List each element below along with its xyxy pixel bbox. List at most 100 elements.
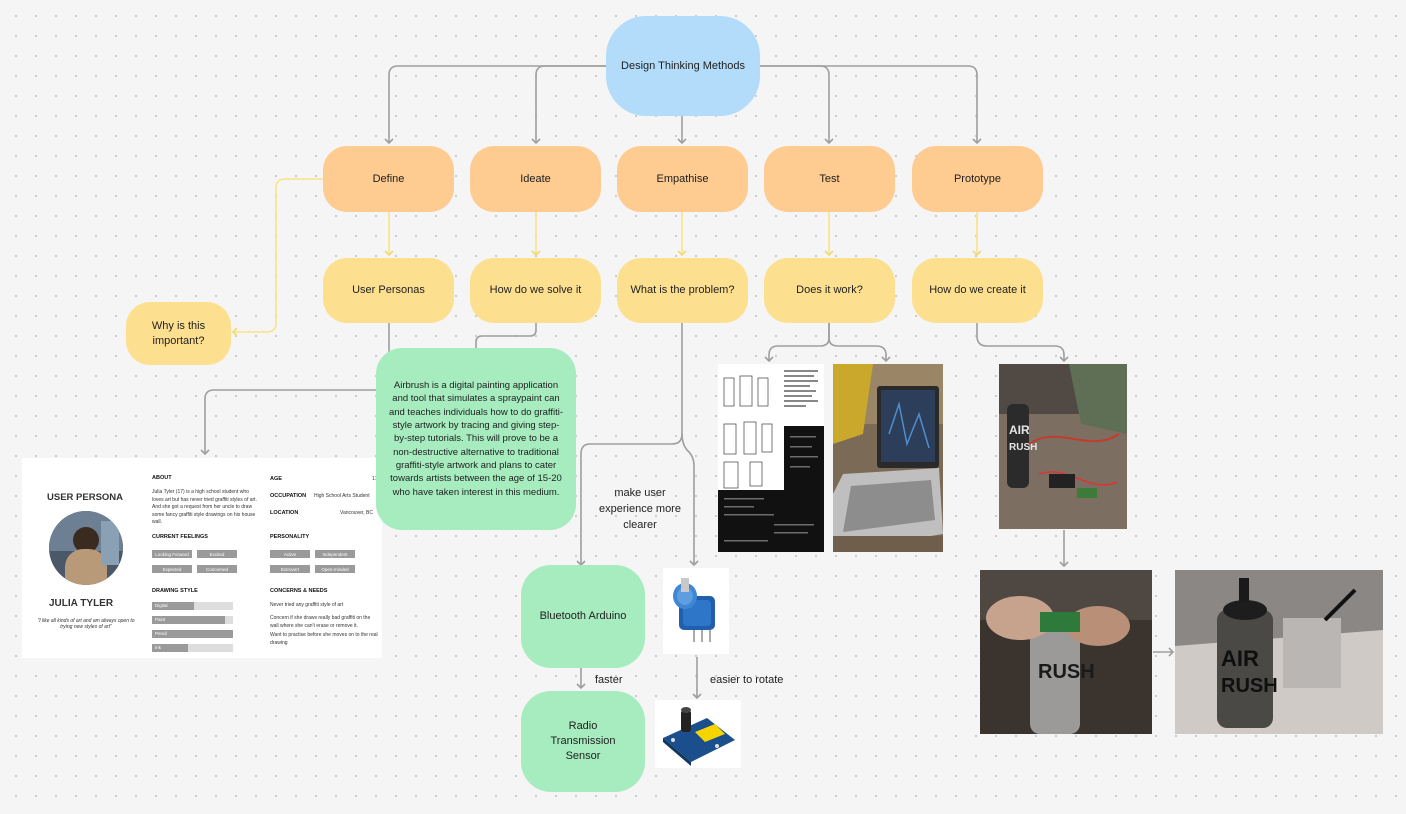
stage-label: Test: [819, 172, 840, 185]
style-heading: DRAWING STYLE: [152, 588, 198, 594]
code-screenshot-side: [784, 426, 824, 496]
question-problem[interactable]: What is the problem?: [617, 258, 748, 323]
about-text: Julia Tyler (17) is a high school studen…: [152, 489, 257, 525]
potentiometer-illustration: [673, 578, 715, 642]
feelings-heading: CURRENT FEELINGS: [152, 534, 208, 540]
personality-chip: Active: [270, 550, 310, 558]
feeling-chip: Expected: [152, 565, 192, 573]
question-solve[interactable]: How do we solve it: [470, 258, 601, 323]
concerns-heading: CONCERNS & NEEDS: [270, 588, 328, 594]
personality-chip: Extrovert: [270, 565, 310, 573]
rotation-module-illustration: [663, 707, 735, 766]
feeling-chip: Excited: [197, 550, 237, 558]
edge-test-right: [828, 323, 891, 363]
root-label: Design Thinking Methods: [621, 59, 745, 72]
prototype-build-illustration: AIR RUSH: [999, 364, 1127, 498]
stage-test[interactable]: Test: [764, 146, 895, 212]
style-label: Paint: [155, 617, 166, 622]
sketch-illustration: [723, 375, 773, 489]
location-value: Vancouver, BC: [340, 510, 373, 516]
personality-chip: Open-minded: [315, 565, 355, 573]
question-label: Does it work?: [796, 284, 863, 297]
why-label: Why is this important?: [151, 319, 206, 347]
code-screenshot: [718, 490, 824, 552]
edge-root-define: [384, 65, 606, 145]
persona-name: JULIA TYLER: [49, 598, 114, 609]
question-label: How do we solve it: [489, 284, 582, 297]
edge-define-why: [231, 178, 323, 337]
style-bar: Pencil: [152, 630, 233, 638]
persona-avatar: [49, 511, 123, 585]
airbrush-text: Airbrush is a digital painting applicati…: [388, 380, 564, 498]
style-label: Ink: [155, 645, 162, 650]
edge-create-photo: [976, 323, 1069, 363]
edge-solve-airbrush: [475, 323, 537, 348]
sketch-and-code-photo: [718, 364, 824, 552]
why-node[interactable]: Why is this important?: [126, 302, 231, 365]
feeling-chip: Looking Forward: [152, 550, 192, 558]
stage-prototype[interactable]: Prototype: [912, 146, 1043, 212]
edge-root-test: [760, 65, 834, 145]
question-label: How do we create it: [929, 284, 1026, 297]
style-bar: Paint: [152, 616, 233, 624]
location-heading: LOCATION: [270, 510, 299, 516]
sketch-notes: [784, 370, 818, 407]
occupation-value: High School Arts Student: [314, 493, 370, 499]
prototype-final-photo: AIR RUSH: [1175, 570, 1383, 734]
bluetooth-arduino-node[interactable]: Bluetooth Arduino: [521, 565, 645, 668]
can-text-bottom: RUSH: [1009, 442, 1037, 453]
persona-card: USER PERSONA JULIA TYLER "I like all kin…: [22, 458, 382, 658]
stage-label: Define: [372, 172, 405, 185]
persona-quote: "I like all kinds of art and am always o…: [37, 618, 135, 630]
root-node[interactable]: Design Thinking Methods: [606, 16, 760, 116]
stage-label: Prototype: [953, 172, 1002, 185]
occupation-heading: OCCUPATION: [270, 493, 307, 499]
prototype-build-photo: AIR RUSH: [999, 364, 1127, 529]
airbrush-description-node[interactable]: Airbrush is a digital painting applicati…: [376, 348, 576, 530]
age-heading: AGE: [270, 476, 282, 482]
persona-heading: USER PERSONA: [47, 492, 124, 503]
laptop-photo: [833, 364, 943, 552]
final-can-text-bottom: RUSH: [1221, 675, 1278, 697]
assembly-can-text: RUSH: [1038, 661, 1095, 683]
question-works[interactable]: Does it work?: [764, 258, 895, 323]
bluetooth-label: Bluetooth Arduino: [539, 610, 627, 623]
concern-item: Want to practise before she moves on to …: [270, 632, 378, 646]
personality-chip: Independent: [315, 550, 355, 558]
radio-sensor-node[interactable]: Radio Transmission Sensor: [521, 691, 645, 792]
radio-label: Radio Transmission Sensor: [550, 720, 616, 762]
age-value: 17: [372, 476, 378, 482]
faster-label: faster: [595, 674, 623, 686]
concern-item: Never tried any graffiti style of art: [270, 602, 344, 608]
style-bar: Digital: [152, 602, 233, 610]
make-user-label: make user experience more clearer: [599, 487, 681, 531]
stage-label: Empathise: [656, 172, 709, 185]
edge-root-ideate: [531, 65, 606, 145]
edge-problem-bluetooth: [576, 433, 683, 567]
easier-label: easier to rotate: [710, 674, 784, 686]
question-label: User Personas: [352, 284, 425, 297]
stage-label: Ideate: [520, 172, 551, 185]
question-user-personas[interactable]: User Personas: [323, 258, 454, 323]
prototype-final-illustration: AIR RUSH: [1175, 570, 1383, 734]
stage-empathise[interactable]: Empathise: [617, 146, 748, 212]
potentiometer-image: [663, 568, 729, 654]
question-create[interactable]: How do we create it: [912, 258, 1043, 323]
can-text-top: AIR: [1009, 423, 1030, 437]
style-label: Digital: [155, 603, 168, 608]
question-label: What is the problem?: [630, 284, 735, 297]
code-lines: [724, 436, 818, 542]
laptop-illustration: [833, 364, 943, 552]
stage-ideate[interactable]: Ideate: [470, 146, 601, 212]
prototype-assembly-illustration: RUSH: [980, 570, 1152, 734]
edge-problem-potentiometer: [681, 433, 699, 567]
stage-define[interactable]: Define: [323, 146, 454, 212]
edge-personas-card: [200, 323, 390, 456]
about-heading: ABOUT: [152, 475, 172, 481]
personality-heading: PERSONALITY: [270, 534, 310, 540]
final-can-text-top: AIR: [1221, 646, 1259, 671]
concern-item: Concern if she draws really bad graffiti…: [270, 615, 371, 629]
feeling-chip: Concerned: [197, 565, 237, 573]
edge-root-prototype: [760, 65, 982, 145]
prototype-assembly-photo: RUSH: [980, 570, 1152, 734]
